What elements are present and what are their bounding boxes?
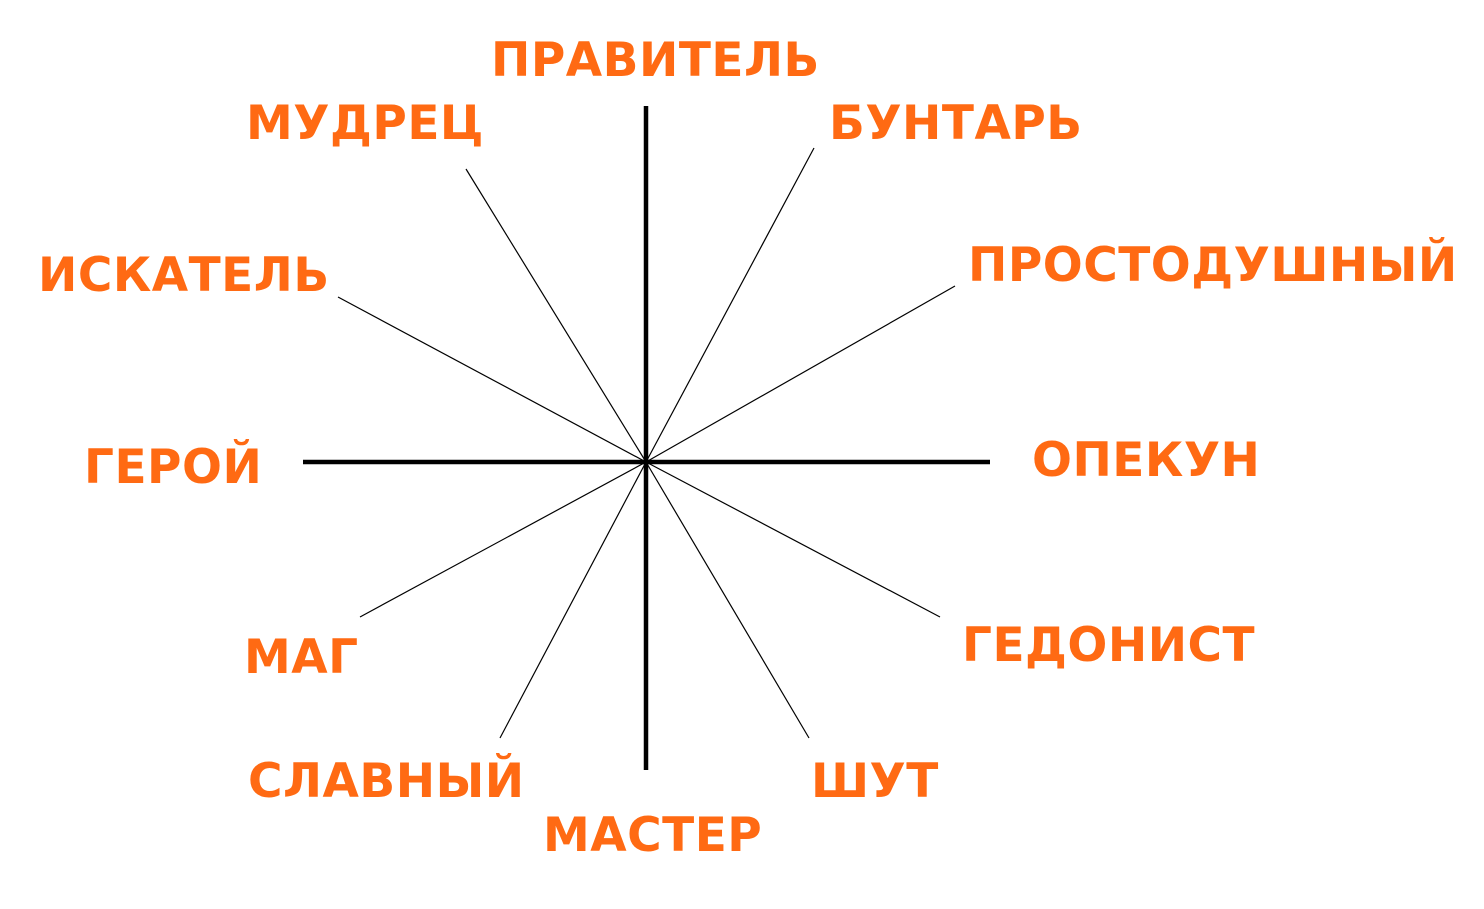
spoke-explorer <box>337 296 647 463</box>
label-everyman: СЛАВНЫЙ <box>248 754 525 809</box>
spoke-hedonist <box>645 461 941 618</box>
spoke-rebel <box>645 147 815 463</box>
label-jester: ШУТ <box>811 754 939 809</box>
label-ruler: ПРАВИТЕЛЬ <box>491 33 820 88</box>
spoke-innocent <box>645 285 956 463</box>
label-magician: МАГ <box>244 630 359 685</box>
label-hedonist: ГЕДОНИСТ <box>962 618 1256 673</box>
label-innocent: ПРОСТОДУШНЫЙ <box>968 238 1458 293</box>
spoke-sage <box>465 168 647 463</box>
spoke-everyman <box>499 461 647 739</box>
label-creator: МАСТЕР <box>543 808 763 863</box>
label-explorer: ИСКАТЕЛЬ <box>38 248 330 303</box>
label-caregiver: ОПЕКУН <box>1032 433 1261 488</box>
spoke-jester <box>645 461 810 739</box>
label-rebel: БУНТАРЬ <box>829 96 1083 151</box>
label-sage: МУДРЕЦ <box>246 96 485 151</box>
spoke-magician <box>359 461 647 618</box>
label-hero: ГЕРОЙ <box>84 440 263 495</box>
